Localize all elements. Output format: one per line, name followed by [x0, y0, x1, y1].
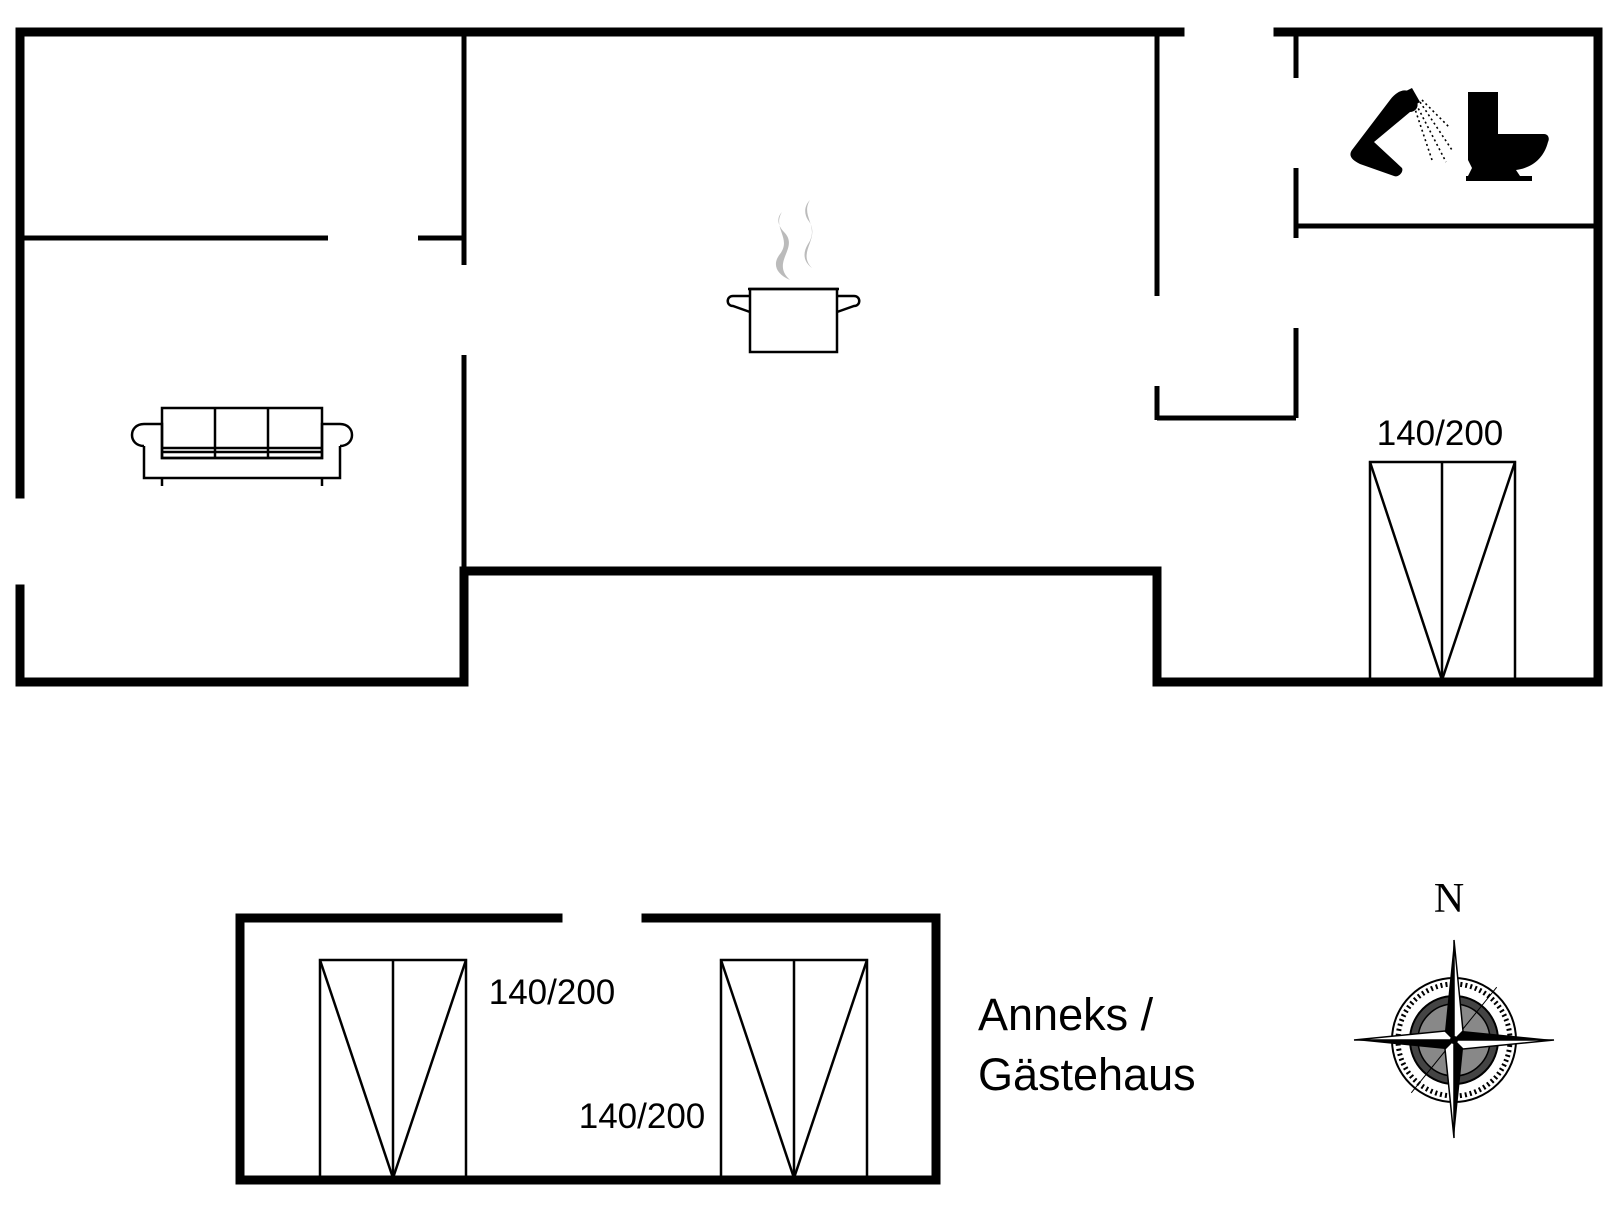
bed-size-label: 140/200: [1377, 414, 1504, 453]
interior-walls: [20, 32, 1598, 571]
compass-rose-icon: [1353, 939, 1555, 1139]
cooking-pot-icon: [726, 200, 861, 354]
annex-walls: [235, 913, 941, 1185]
toilet-icon: [1466, 92, 1549, 181]
north-label: N: [1434, 876, 1464, 922]
double-bed-icon: [1368, 460, 1517, 682]
double-bed-icon: [318, 958, 468, 1180]
double-bed-icon: [719, 958, 869, 1180]
annex-bed2-size-label: 140/200: [579, 1097, 706, 1136]
main-house-walls: [15, 27, 1603, 687]
annex-title-line1: Anneks /: [978, 989, 1154, 1040]
shower-icon: [1350, 88, 1453, 177]
annex-bed1-size-label: 140/200: [489, 973, 616, 1012]
sofa-icon: [130, 406, 354, 486]
annex-title-line2: Gästehaus: [978, 1049, 1196, 1100]
